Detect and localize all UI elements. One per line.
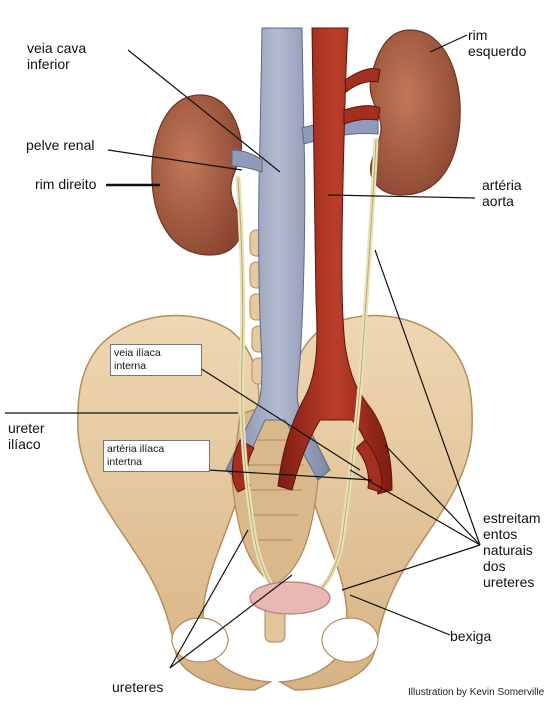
label-ureter-iliaco: ureter ilíaco (8, 420, 45, 452)
label-bexiga: bexiga (450, 628, 491, 644)
label-veia-iliaca-interna: veia ilíaca interna (110, 344, 202, 376)
label-estreitamentos-naturais: estreitam entos naturais dos ureteres (483, 510, 541, 590)
left-kidney (370, 30, 460, 195)
label-arteria-aorta: artéria aorta (482, 177, 522, 209)
label-pelve-renal: pelve renal (26, 137, 95, 153)
label-rim-direito: rim direito (35, 176, 96, 192)
label-ureteres: ureteres (112, 679, 163, 695)
illustration-credit: Illustration by Kevin Somerville (408, 687, 544, 698)
label-arteria-iliaca-interna: artéria ilíaca intertna (103, 440, 210, 472)
right-kidney (152, 95, 242, 255)
label-rim-esquerdo: rim esquerdo (468, 27, 526, 59)
label-veia-cava-inferior: veia cava inferior (27, 40, 86, 72)
